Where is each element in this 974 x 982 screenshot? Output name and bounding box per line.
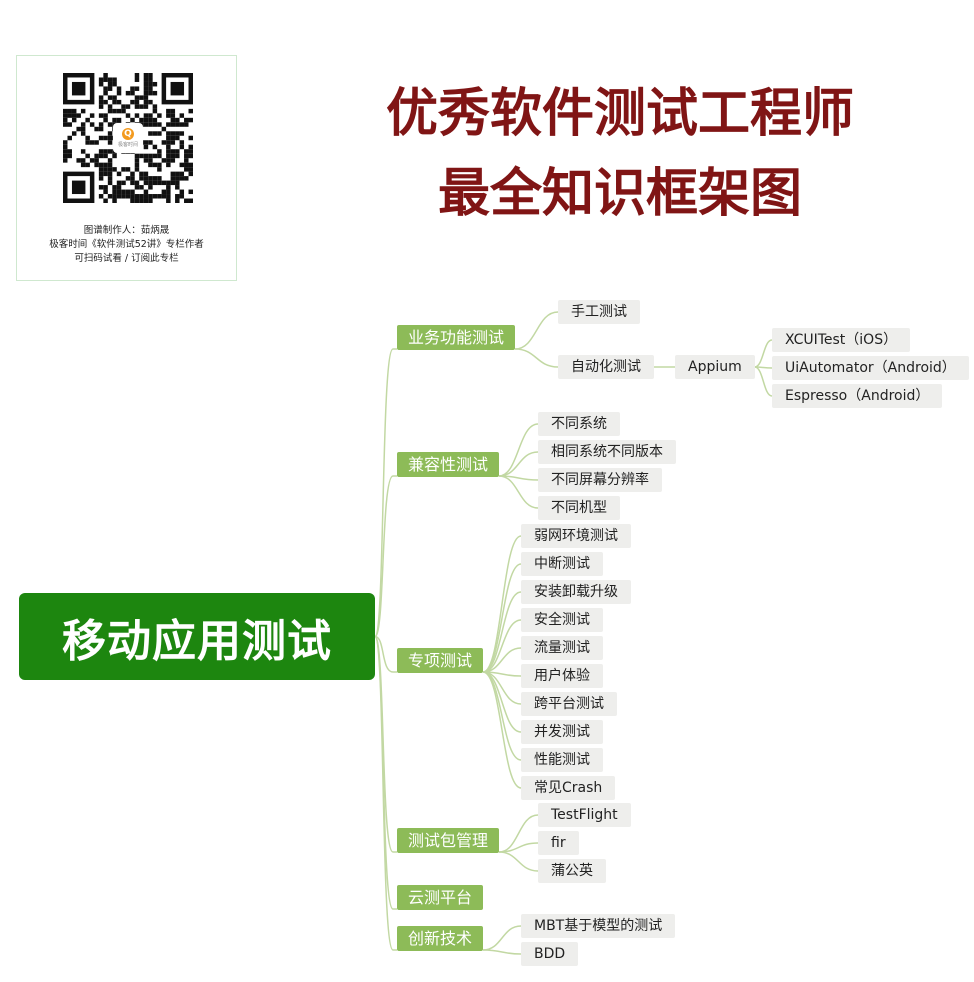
qr-caption-subscribe: 可扫码试看 / 订阅此专栏 — [74, 253, 179, 264]
leaf-uiautomator[interactable]: UiAutomator（Android） — [772, 356, 969, 380]
leaf-install-upgrade[interactable]: 安装卸载升级 — [521, 580, 631, 604]
mindmap-root-node[interactable]: 移动应用测试 — [19, 593, 375, 680]
qr-caption-column: 极客时间《软件测试52讲》专栏作者 — [49, 239, 204, 250]
leaf-testflight[interactable]: TestFlight — [538, 803, 631, 827]
qr-card: Q 极客时间 图谱制作人：茹炳晟 极客时间《软件测试52讲》专栏作者 可扫码试看… — [16, 55, 237, 281]
leaf-weak-network[interactable]: 弱网环境测试 — [521, 524, 631, 548]
branch-special-testing[interactable]: 专项测试 — [397, 648, 484, 673]
leaf-xcuitest[interactable]: XCUITest（iOS） — [772, 328, 911, 352]
qr-logo-text: 极客时间 — [117, 142, 138, 148]
leaf-automation-testing[interactable]: 自动化测试 — [558, 355, 654, 379]
leaf-appium[interactable]: Appium — [675, 355, 755, 379]
leaf-different-os[interactable]: 不同系统 — [538, 412, 620, 436]
leaf-same-os-different-version[interactable]: 相同系统不同版本 — [538, 440, 676, 464]
leaf-pgyer[interactable]: 蒲公英 — [538, 859, 606, 883]
leaf-different-device[interactable]: 不同机型 — [538, 496, 620, 520]
leaf-traffic[interactable]: 流量测试 — [521, 636, 603, 660]
branch-functional-testing[interactable]: 业务功能测试 — [397, 325, 516, 350]
leaf-user-experience[interactable]: 用户体验 — [521, 664, 603, 688]
leaf-espresso[interactable]: Espresso（Android） — [772, 384, 943, 408]
page-title-line-2: 最全知识框架图 — [437, 163, 802, 224]
branch-innovation[interactable]: 创新技术 — [397, 926, 484, 951]
leaf-security[interactable]: 安全测试 — [521, 608, 603, 632]
leaf-bdd[interactable]: BDD — [521, 942, 579, 966]
qr-center-logo: Q 极客时间 — [113, 123, 143, 153]
leaf-common-crash[interactable]: 常见Crash — [521, 776, 616, 800]
qr-code-image[interactable] — [63, 73, 193, 203]
leaf-manual-testing[interactable]: 手工测试 — [558, 300, 640, 324]
branch-package-management[interactable]: 测试包管理 — [397, 828, 500, 853]
leaf-performance[interactable]: 性能测试 — [521, 748, 603, 772]
page-title-line-1: 优秀软件测试工程师 — [385, 83, 854, 144]
leaf-interrupt[interactable]: 中断测试 — [521, 552, 603, 576]
qr-caption-author: 图谱制作人：茹炳晟 — [83, 225, 170, 236]
geektime-logo-icon: Q — [122, 128, 134, 140]
branch-cloud-testing[interactable]: 云测平台 — [397, 885, 484, 910]
leaf-fir[interactable]: fir — [538, 831, 579, 855]
leaf-different-resolution[interactable]: 不同屏幕分辨率 — [538, 468, 662, 492]
leaf-mbt[interactable]: MBT基于模型的测试 — [521, 914, 676, 938]
branch-compatibility-testing[interactable]: 兼容性测试 — [397, 452, 500, 477]
leaf-cross-platform[interactable]: 跨平台测试 — [521, 692, 617, 716]
leaf-concurrency[interactable]: 并发测试 — [521, 720, 603, 744]
